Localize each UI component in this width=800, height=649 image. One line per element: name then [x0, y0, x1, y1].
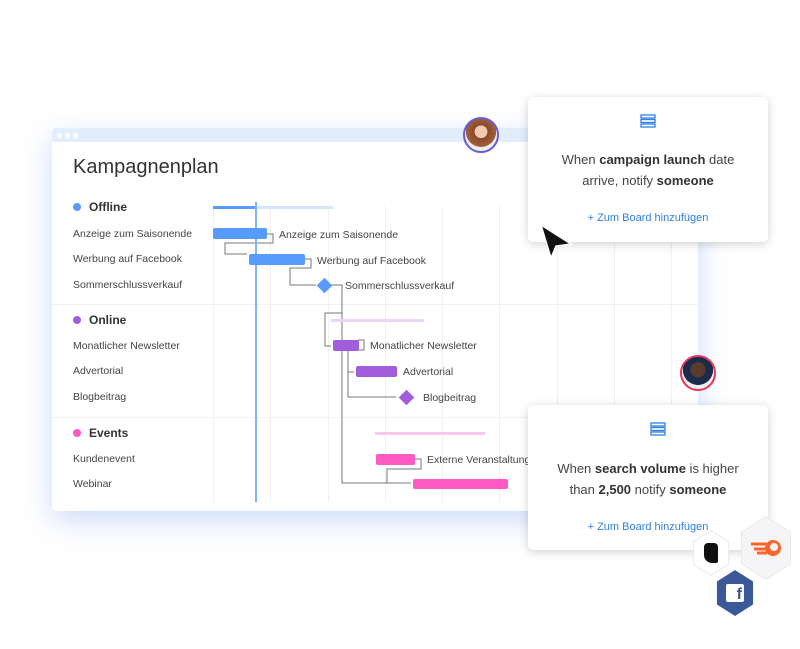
group-dot-events: [73, 429, 81, 437]
add-to-board-link[interactable]: + Zum Board hinzufügen: [587, 521, 709, 533]
task-row[interactable]: Anzeige zum Saisonende: [73, 228, 193, 240]
grid-line: [614, 206, 615, 502]
bar-label: Monatlicher Newsletter: [370, 340, 477, 352]
grid-line: [499, 206, 500, 502]
list-icon: [640, 114, 656, 128]
bar-label: Werbung auf Facebook: [317, 255, 426, 267]
bar-label: Anzeige zum Saisonende: [279, 229, 399, 241]
semrush-icon[interactable]: [741, 516, 791, 580]
gantt-bar[interactable]: [376, 454, 415, 465]
group-dot-offline: [73, 203, 81, 211]
grid-line: [213, 206, 214, 502]
cursor-icon: [539, 223, 574, 261]
grid-line: [671, 206, 672, 502]
group-offline[interactable]: Offline: [89, 200, 127, 214]
grid-line: [270, 206, 271, 502]
group-progress-offline: [213, 206, 256, 209]
grid-line: [328, 206, 329, 502]
list-icon: [650, 422, 666, 436]
bar-label: Externe Veranstaltung: [427, 454, 531, 466]
automation-card: When campaign launch date arrive, notify…: [528, 97, 768, 242]
page-title: Kampagnenplan: [73, 156, 219, 178]
add-to-board-link[interactable]: + Zum Board hinzufügen: [587, 212, 709, 224]
facebook-icon[interactable]: f: [716, 570, 754, 616]
window-dot: [73, 132, 78, 138]
automation-text: When campaign launch date arrive, notify…: [561, 152, 735, 188]
group-bar-offline: [213, 206, 333, 209]
divider: [52, 417, 698, 418]
window-dot: [57, 132, 62, 138]
automation-text: When search volume is higher than 2,500 …: [557, 461, 739, 497]
grid-line: [557, 206, 558, 502]
avatar: [463, 117, 499, 153]
divider: [52, 304, 698, 305]
grid-line: [442, 206, 443, 502]
bar-label: Blogbeitrag: [423, 392, 477, 404]
gantt-bar[interactable]: [213, 228, 267, 239]
task-row[interactable]: Blogbeitrag: [73, 391, 127, 403]
today-line[interactable]: [255, 202, 257, 502]
gantt-bar[interactable]: [356, 366, 397, 377]
gantt-bar[interactable]: [249, 254, 305, 265]
gantt-bar[interactable]: [333, 340, 359, 351]
group-online[interactable]: Online: [89, 313, 127, 327]
group-events[interactable]: Events: [89, 426, 129, 440]
task-row[interactable]: Monatlicher Newsletter: [73, 340, 180, 352]
group-dot-online: [73, 316, 81, 324]
hootsuite-icon[interactable]: [692, 530, 730, 576]
task-row[interactable]: Webinar: [73, 478, 112, 490]
task-row[interactable]: Sommerschlussverkauf: [73, 279, 183, 291]
bar-label: Advertorial: [403, 366, 454, 378]
task-row[interactable]: Kundenevent: [73, 453, 135, 465]
group-bar-events: [375, 432, 485, 435]
task-row[interactable]: Werbung auf Facebook: [73, 253, 182, 265]
gantt-bar[interactable]: [413, 479, 508, 489]
automation-card: When search volume is higher than 2,500 …: [528, 405, 768, 550]
avatar: [680, 355, 716, 391]
bar-label: Sommerschlussverkauf: [345, 280, 455, 292]
grid-line: [385, 206, 386, 502]
group-bar-online: [331, 319, 424, 322]
task-row[interactable]: Advertorial: [73, 365, 124, 377]
window-dot: [65, 132, 70, 138]
